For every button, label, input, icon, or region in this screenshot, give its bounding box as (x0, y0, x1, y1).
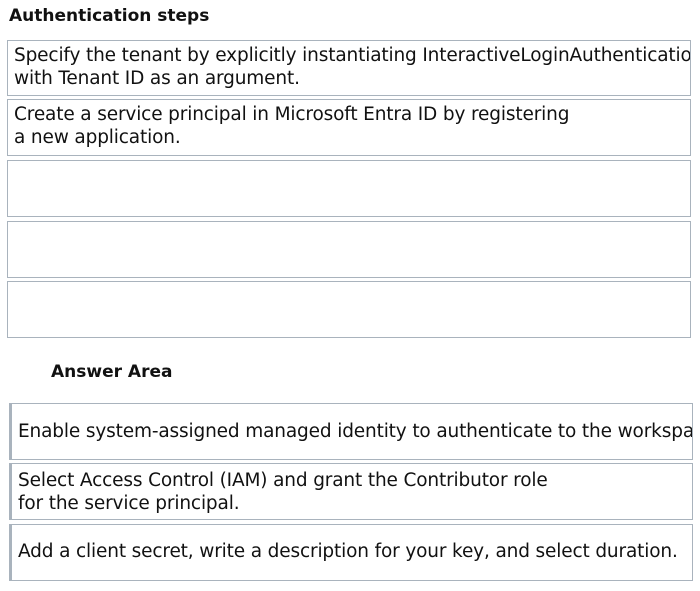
answer-2-line-1: Select Access Control (IAM) and grant th… (18, 470, 548, 491)
step-slot-1[interactable]: Specify the tenant by explicitly instant… (7, 40, 691, 96)
answer-option-3[interactable]: Add a client secret, write a description… (9, 524, 693, 581)
answer-1-line-1: Enable system-assigned managed identity … (18, 421, 693, 442)
answer-3-line-1: Add a client secret, write a description… (18, 541, 678, 562)
step-2-line-1: Create a service principal in Microsoft … (14, 104, 570, 125)
step-slot-4-empty[interactable] (7, 221, 691, 278)
answer-option-2[interactable]: Select Access Control (IAM) and grant th… (9, 463, 693, 520)
answer-area-heading: Answer Area (51, 362, 173, 382)
step-1-line-2: with Tenant ID as an argument. (14, 68, 300, 89)
step-slot-3-empty[interactable] (7, 160, 691, 217)
authentication-steps-heading: Authentication steps (9, 6, 210, 26)
step-slot-5-empty[interactable] (7, 281, 691, 338)
step-slot-2[interactable]: Create a service principal in Microsoft … (7, 99, 691, 156)
step-1-line-1: Specify the tenant by explicitly instant… (14, 45, 691, 66)
answer-option-1[interactable]: Enable system-assigned managed identity … (9, 403, 693, 460)
step-2-line-2: a new application. (14, 127, 181, 148)
answer-2-line-2: for the service principal. (18, 493, 240, 514)
